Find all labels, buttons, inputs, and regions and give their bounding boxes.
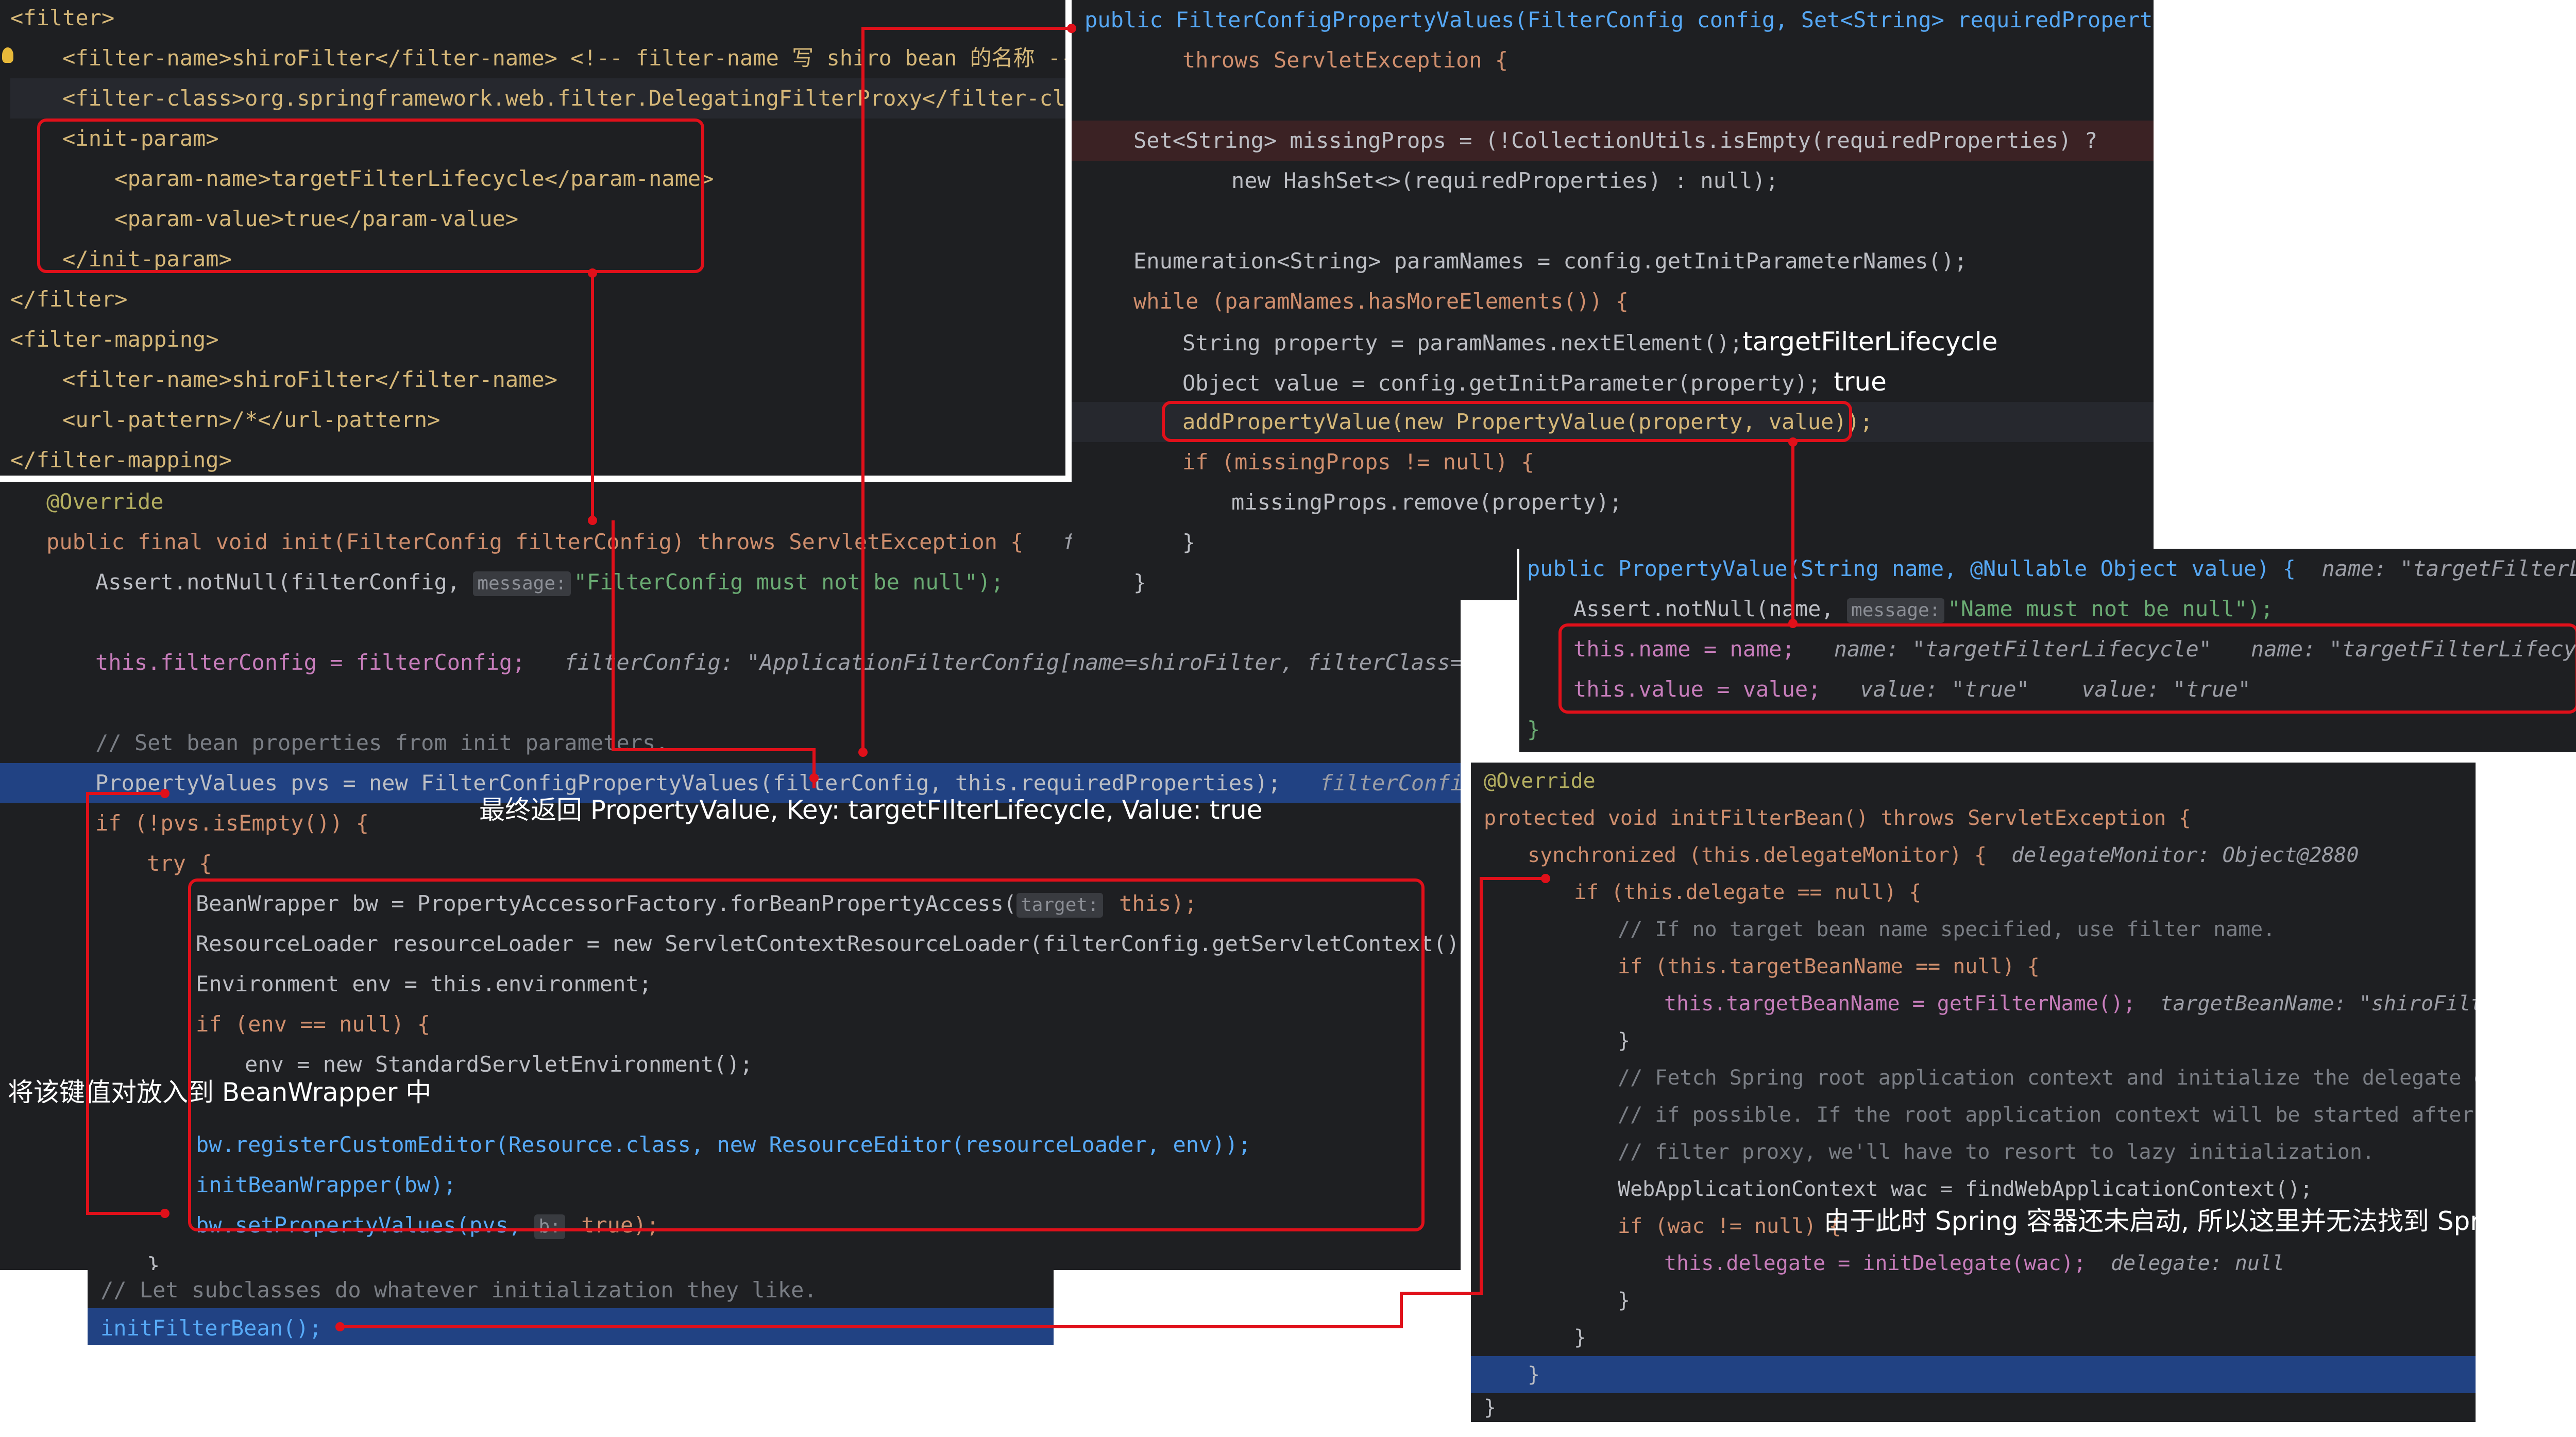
xml-line: <filter-name>shiroFilter</filter-name> <box>10 367 558 392</box>
code-line: } <box>1484 1396 1497 1419</box>
code-line: try { <box>147 851 212 876</box>
code-line: Assert.notNull(name, message:"Name must … <box>1573 589 2576 629</box>
code-line: Enumeration<String> paramNames = config.… <box>1133 248 1968 274</box>
code-line: @Override <box>46 489 164 514</box>
code-line: public PropertyValue(String name, @Nulla… <box>1527 556 2576 581</box>
xml-line: <url-pattern>/*</url-pattern> <box>10 407 440 432</box>
code-line: if (this.targetBeanName == null) { <box>1618 955 2040 978</box>
code-line: if (env == null) { <box>196 1011 431 1037</box>
code-line: String property = paramNames.nextElement… <box>1182 327 1998 357</box>
current-line: PropertyValues pvs = new FilterConfigPro… <box>0 763 1461 803</box>
xml-config-panel: <filter> <filter-name>shiroFilter</filte… <box>0 0 1072 482</box>
xml-line: <filter> <box>10 5 115 30</box>
code-line: protected void initFilterBean() throws S… <box>1484 806 2191 830</box>
xml-line: </filter-mapping> <box>10 447 232 472</box>
code-line: new HashSet<>(requiredProperties) : null… <box>1231 168 1779 193</box>
code-line: this.delegate = initDelegate(wac); deleg… <box>1664 1252 2285 1275</box>
fcpv-panel: public FilterConfigPropertyValues(Filter… <box>1072 0 2154 600</box>
code-line: Object value = config.getInitParameter(p… <box>1182 367 1887 397</box>
xml-line: <filter-name>shiroFilter</filter-name> <… <box>10 45 1072 71</box>
current-line: } <box>1471 1356 2476 1393</box>
code-line: Set<String> missingProps = (!CollectionU… <box>1072 121 2154 161</box>
param-hint-badge: target: <box>1016 892 1103 918</box>
code-line: // If no target bean name specified, use… <box>1618 918 2276 941</box>
code-line: WebApplicationContext wac = findWebAppli… <box>1618 1177 2313 1201</box>
xml-line: <filter-class>org.springframework.web.fi… <box>10 78 1065 119</box>
property-value-panel: public PropertyValue(String name, @Nulla… <box>1517 549 2576 752</box>
code-line: this.filterConfig = filterConfig; filter… <box>95 650 1461 675</box>
code-line: this.value = value; value: "true" value:… <box>1573 677 2251 702</box>
code-line: synchronized (this.delegateMonitor) { de… <box>1528 843 2359 867</box>
code-line: addPropertyValue(new PropertyValue(prope… <box>1072 402 2154 442</box>
xml-line: <filter-mapping> <box>10 327 219 352</box>
code-line: Environment env = this.environment; <box>196 971 652 996</box>
code-line: bw.setPropertyValues(pvs, b: true); <box>196 1205 1461 1245</box>
code-line: } <box>1618 1289 1631 1312</box>
code-line: // filter proxy, we'll have to resort to… <box>1618 1140 2375 1164</box>
beanwrapper-annotation: 将该键值对放入到 BeanWrapper 中 <box>8 1077 432 1107</box>
current-line: initFilterBean(); <box>88 1308 1054 1345</box>
code-line: ResourceLoader resourceLoader = new Serv… <box>196 931 1461 956</box>
code-line: @Override <box>1484 769 1596 793</box>
code-line: if (missingProps != null) { <box>1182 449 1534 475</box>
code-line: missingProps.remove(property); <box>1231 489 1622 515</box>
code-line: // Let subclasses do whatever initializa… <box>100 1277 817 1303</box>
xml-line: <init-param> <box>10 126 219 151</box>
code-line: // Fetch Spring root application context… <box>1618 1066 2476 1090</box>
code-line: BeanWrapper bw = PropertyAccessorFactory… <box>196 884 1461 924</box>
runtime-value-note: targetFilterLifecycle <box>1742 327 1998 357</box>
lightbulb-icon[interactable] <box>2 47 13 63</box>
code-line: } <box>147 1253 160 1270</box>
code-line: // if possible. If the root application … <box>1618 1103 2476 1127</box>
code-line: bw.registerCustomEditor(Resource.class, … <box>196 1132 1251 1157</box>
code-line: } <box>1574 1326 1587 1349</box>
code-line: while (paramNames.hasMoreElements()) { <box>1133 289 1629 314</box>
code-line: } <box>1182 530 1196 555</box>
code-line: if (this.delegate == null) { <box>1574 881 1922 904</box>
spring-annotation: 由于此时 Spring 容器还未启动, 所以这里并无法找到 Spring 容器 <box>1824 1206 2576 1236</box>
code-line: } <box>1618 1029 1631 1053</box>
code-line: throws ServletException { <box>1182 47 1509 73</box>
code-line: this.name = name; name: "targetFilterLif… <box>1573 636 2576 662</box>
code-line: if (wac != null) { <box>1618 1214 1841 1238</box>
param-hint-badge: message: <box>1847 598 1945 623</box>
code-line: public FilterConfigPropertyValues(Filter… <box>1084 7 2154 32</box>
param-hint-badge: b: <box>534 1214 565 1239</box>
code-line: // Set bean properties from init paramet… <box>95 730 669 755</box>
code-line: } <box>1527 717 1540 742</box>
xml-line: <param-value>true</param-value> <box>10 206 519 231</box>
code-line: } <box>1133 570 1147 595</box>
param-hint-badge: message: <box>473 571 571 596</box>
returns-annotation: 最终返回 PropertyValue, Key: targetFIlterLif… <box>479 795 1263 825</box>
xml-line: <param-name>targetFilterLifecycle</param… <box>10 166 714 191</box>
xml-line: </filter> <box>10 286 128 312</box>
code-line: this.targetBeanName = getFilterName(); t… <box>1664 992 2476 1016</box>
init-method-panel-tail: // Let subclasses do whatever initializa… <box>88 1270 1054 1345</box>
xml-line: </init-param> <box>10 246 232 272</box>
init-filter-bean-panel: @Override protected void initFilterBean(… <box>1471 763 2476 1422</box>
code-line: initBeanWrapper(bw); <box>196 1172 456 1197</box>
runtime-value-note: true <box>1834 367 1887 397</box>
